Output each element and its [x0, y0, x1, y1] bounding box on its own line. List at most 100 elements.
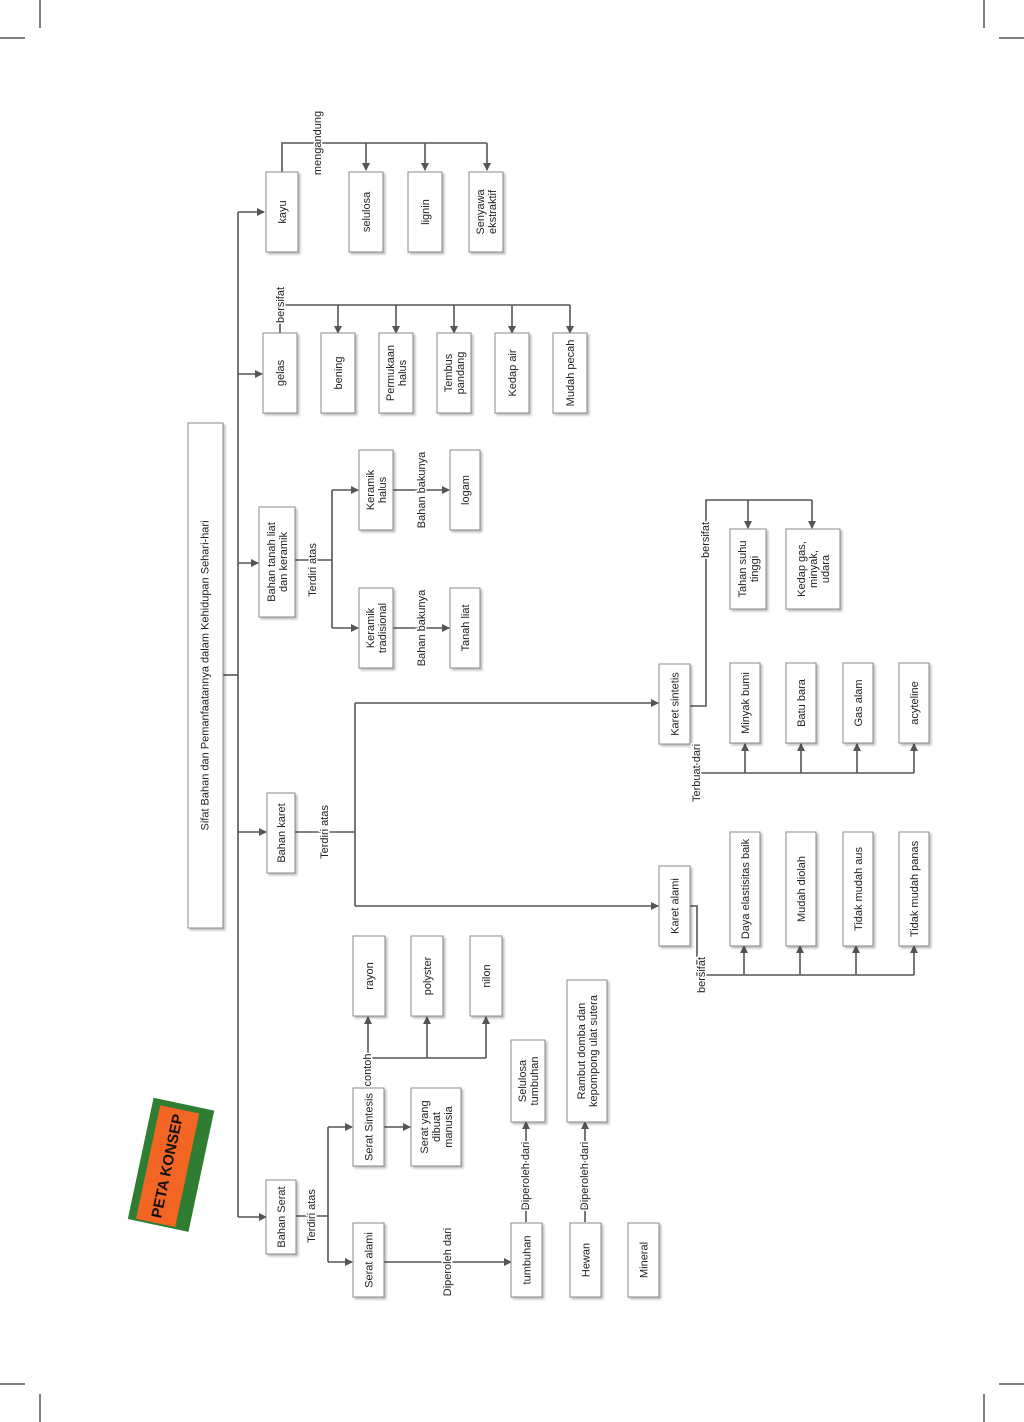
node-box — [898, 662, 930, 744]
node-label-line: Rambut domba dan — [576, 1003, 588, 1100]
node-serat-manusia: Serat yangdibuatmanusia — [410, 1087, 462, 1167]
node-label: bening — [333, 356, 345, 389]
node-box — [729, 662, 761, 744]
edge-label-mengandung: mengandung — [312, 111, 324, 175]
node-keramik-halus: Keramikhalus — [358, 449, 394, 531]
node-label-line: Keramik — [365, 469, 377, 510]
node-box — [729, 831, 761, 947]
edge-label-terbuat-dari: Terbuat dari — [691, 744, 703, 802]
node-label: tumbuhan — [522, 1236, 534, 1285]
node-mineral: Mineral — [627, 1222, 660, 1298]
node-label-line: Batu bara — [796, 678, 808, 727]
node-kedap-air: Kedap air — [494, 332, 530, 414]
node-label: acyteline — [909, 681, 921, 724]
node-label: Tidak mudah panas — [909, 840, 921, 937]
node-lignin: lignin — [407, 171, 443, 253]
node-selulosa: selulosa — [348, 171, 384, 253]
node-box — [358, 587, 394, 669]
node-box — [258, 506, 296, 618]
node-label-line: Tembus — [443, 353, 455, 392]
node-label-line: acyteline — [909, 681, 921, 724]
node-label-line: Tahan suhu — [737, 541, 749, 598]
node-label-line: Permukaan — [385, 345, 397, 401]
connectors — [223, 142, 918, 1266]
node-karet-sintetis: Karet sintetis — [658, 663, 691, 745]
node-label: Karet sintetis — [670, 672, 682, 736]
node-acyteline: acyteline — [898, 662, 930, 744]
node-label: Keramiktradisional — [365, 603, 389, 653]
node-tanah-liat: Bahan tanah liatdan keramik — [258, 506, 296, 618]
node-senyawa: Senyawaekstraktif — [468, 171, 504, 253]
node-label: lignin — [420, 199, 432, 225]
node-gas-alam: Gas alam — [842, 662, 874, 744]
node-polyster: polyster — [410, 935, 444, 1017]
node-box — [352, 1222, 385, 1298]
node-tidak-panas: Tidak mudah panas — [898, 831, 930, 947]
node-gelas: gelas — [262, 332, 298, 414]
node-rayon: rayon — [352, 935, 386, 1017]
node-label: polyster — [422, 956, 434, 995]
node-label-line: Gas alam — [853, 679, 865, 726]
node-box — [729, 528, 767, 610]
node-box — [352, 935, 386, 1017]
node-tanah-liat2: Tanah liat — [449, 587, 481, 669]
node-label-line: Tidak mudah panas — [909, 840, 921, 937]
node-box — [265, 1179, 297, 1255]
node-tembus: Tembuspandang — [436, 332, 472, 414]
node-box — [627, 1222, 660, 1298]
node-kayu: kayu — [265, 171, 299, 253]
node-label: Selulosatumbuhan — [517, 1057, 541, 1106]
node-label-line: udara — [820, 554, 832, 583]
node-box — [552, 332, 588, 414]
node-box — [842, 831, 874, 947]
node-label-line: pandang — [455, 352, 467, 395]
node-label-line: manusia — [443, 1105, 455, 1147]
node-rambut: Rambut domba dankepompong ulat sutera — [566, 979, 608, 1123]
node-box — [348, 171, 384, 253]
node-label-line: Kedap air — [507, 349, 519, 396]
node-box — [569, 1222, 602, 1298]
node-box — [510, 1222, 543, 1298]
node-label: Tanah liat — [460, 604, 472, 651]
node-label: rayon — [364, 962, 376, 990]
edge-label-bersifat-gelas: bersifat — [275, 287, 287, 323]
title-box: Sifat Bahan dan Pemanfaatannya dalam Keh… — [187, 422, 224, 929]
edge-label-diperoleh-2: Diperoleh dari — [579, 1142, 591, 1210]
node-serat-sintesis: Serat Sintesis — [352, 1087, 385, 1167]
node-label-line: Mineral — [639, 1242, 651, 1278]
edge-label-bahan-bakunya-1: Bahan bakunya — [416, 451, 428, 528]
node-label-line: Serat yang — [419, 1100, 431, 1153]
edge-label-bersifat-alami: bersifat — [696, 957, 708, 993]
node-box — [320, 332, 356, 414]
node-label: Senyawaekstraktif — [475, 188, 499, 234]
node-label: Keramikhalus — [365, 469, 389, 510]
node-label-line: tumbuhan — [529, 1057, 541, 1106]
node-label: Gas alam — [853, 679, 865, 726]
node-tahan-suhu: Tahan suhutinggi — [729, 528, 767, 610]
node-box — [785, 831, 817, 947]
node-box — [436, 332, 472, 414]
node-label: Hewan — [581, 1243, 593, 1277]
node-label: Karet alami — [670, 878, 682, 934]
node-label: Tidak mudah aus — [853, 847, 865, 931]
node-label: Serat alami — [364, 1232, 376, 1288]
node-label: Kedap air — [507, 349, 519, 396]
node-label: Bahan Serat — [276, 1186, 288, 1247]
node-box — [785, 662, 817, 744]
node-label: gelas — [275, 359, 287, 386]
node-minyak-bumi: Minyak bumi — [729, 662, 761, 744]
node-label-line: tradisional — [377, 603, 389, 653]
node-tidak-aus: Tidak mudah aus — [842, 831, 874, 947]
node-box — [266, 792, 296, 874]
node-box — [352, 1087, 385, 1167]
node-label: Batu bara — [796, 678, 808, 727]
node-label-line: lignin — [420, 199, 432, 225]
node-permukaan: Permukaanhalus — [378, 332, 414, 414]
node-box — [566, 979, 608, 1123]
node-label-line: Bahan tanah liat — [266, 522, 278, 602]
node-label-line: Tidak mudah aus — [853, 847, 865, 931]
node-label: Serat Sintesis — [364, 1093, 376, 1161]
node-label-line: Karet sintetis — [670, 672, 682, 736]
node-label: Rambut domba dankepompong ulat sutera — [576, 994, 600, 1107]
